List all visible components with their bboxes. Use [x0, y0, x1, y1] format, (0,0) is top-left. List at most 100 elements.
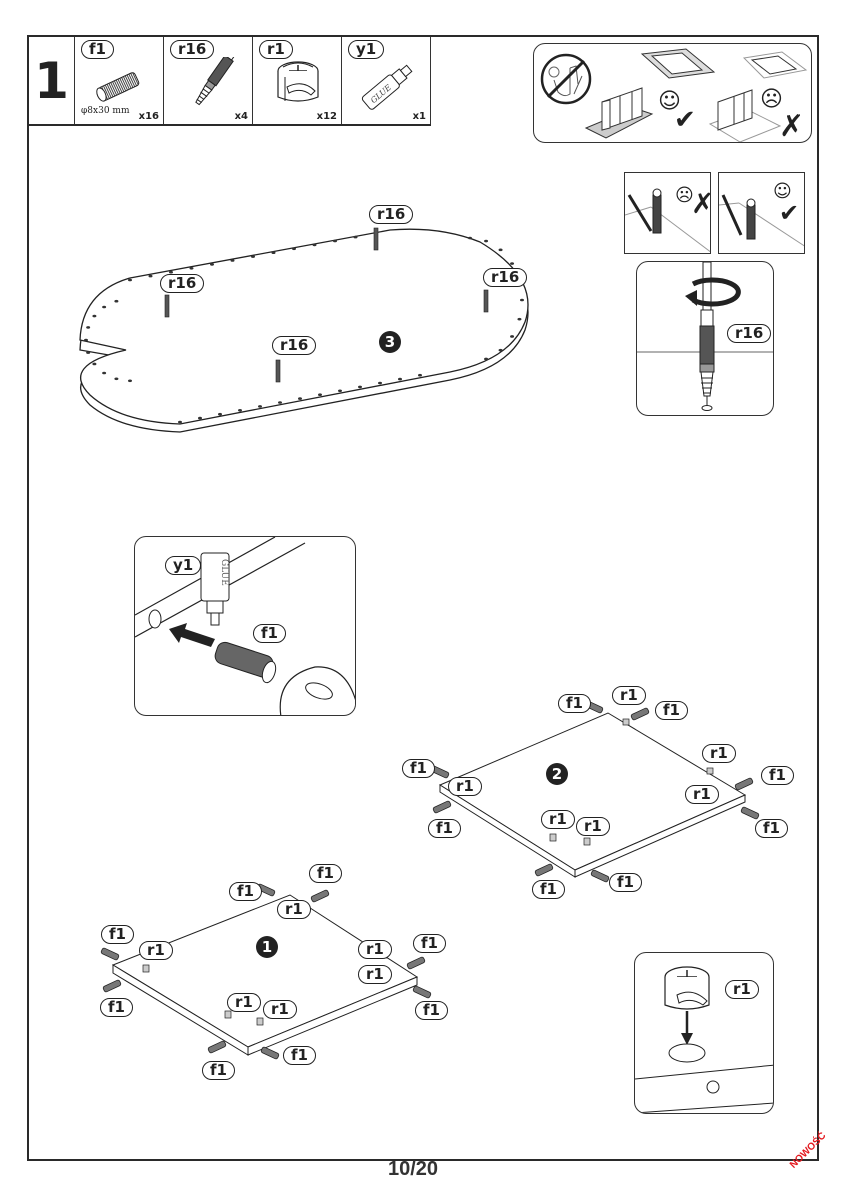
happy-face-icon: ☺: [773, 181, 792, 202]
hole-mark: [498, 348, 503, 352]
hole-mark: [418, 373, 422, 377]
hole-mark: [517, 317, 522, 321]
hole-mark: [484, 239, 489, 243]
work-surface-warning-panel: ☺ ✔ ☹ ✗: [533, 43, 812, 143]
f1-tag: f1: [283, 1046, 316, 1065]
glue-dowel-detail-panel: GLUE y1 f1: [134, 536, 356, 716]
hole-mark: [86, 326, 91, 329]
hole-mark: [218, 412, 222, 416]
hole-mark: [278, 401, 282, 404]
f1-tag: f1: [428, 819, 461, 838]
f1-tag: f1: [755, 819, 788, 838]
hole-mark: [298, 397, 302, 400]
r1-tag: r1: [725, 980, 759, 999]
part-number-badge: 3: [379, 331, 401, 353]
glue-bottle-icon: GLUE: [200, 552, 230, 626]
hole-mark: [510, 262, 515, 265]
part-quantity: x16: [138, 111, 159, 122]
warning-illustration: ☺ ✔ ☹ ✗: [540, 48, 808, 142]
part-code-tag: r16: [170, 40, 215, 59]
bolt-wrong-angle-panel: ☹ ✗: [624, 172, 711, 254]
r1-tag: r1: [448, 777, 482, 796]
hole-mark: [398, 377, 402, 381]
cam-bolt-icon: [195, 57, 236, 106]
down-arrow-icon: [681, 1033, 693, 1045]
r1-tag: r1: [227, 993, 261, 1012]
hole-mark: [189, 267, 194, 270]
part-code-tag: f1: [81, 40, 114, 59]
hole-mark: [258, 405, 262, 408]
bolt-right-angle-panel: ☺ ✔: [718, 172, 805, 254]
r16-tag: r16: [727, 324, 772, 343]
part-r16: r16 x4: [164, 37, 253, 124]
f1-tag: f1: [100, 998, 133, 1017]
part-code-tag: y1: [348, 40, 385, 59]
hole-mark: [102, 371, 107, 375]
hole-mark: [128, 278, 132, 282]
hole-mark: [86, 351, 91, 354]
checkmark-icon: ✔: [779, 199, 799, 227]
glue-dowel-illustration: GLUE: [135, 537, 355, 715]
hole-mark: [114, 299, 119, 303]
f1-tag: f1: [202, 1061, 235, 1080]
hole-mark: [498, 248, 503, 252]
no-children-icon: [540, 53, 592, 105]
part-quantity: x1: [412, 111, 426, 122]
part-quantity: x12: [316, 111, 337, 122]
f1-tag: f1: [761, 766, 794, 785]
r1-tag: r1: [358, 940, 392, 959]
f1-tag: f1: [101, 925, 134, 944]
part-r1: r1 x12: [253, 37, 342, 124]
r16-tag: r16: [160, 274, 205, 293]
y1-tag: y1: [165, 556, 202, 575]
r1-tag: r1: [541, 810, 575, 829]
hole-mark: [378, 381, 382, 385]
r1-tag: r1: [612, 686, 646, 705]
bolt-screw-in-illustration: [637, 262, 773, 411]
cabinet-on-mat-icon: [584, 87, 654, 139]
hole-mark: [510, 335, 515, 338]
protective-mat-icon: [640, 48, 716, 79]
sad-face-icon: ☹: [675, 185, 694, 206]
r1-tag: r1: [139, 941, 173, 960]
bolt-wrong-illustration: ☹ ✗: [625, 185, 711, 253]
hole-mark: [468, 236, 472, 240]
page-number: 10/20: [388, 1158, 439, 1180]
part-code-tag: r1: [259, 40, 293, 59]
cross-mark-icon: ✗: [691, 187, 711, 220]
hole-mark: [169, 270, 173, 274]
rotate-arrow-icon: [685, 290, 697, 306]
hole-mark: [238, 409, 242, 412]
step-number-cell: 1: [29, 37, 75, 124]
hole-mark: [114, 377, 119, 381]
hole-mark: [318, 393, 322, 396]
r16-tag: r16: [272, 336, 317, 355]
hole-mark: [92, 314, 97, 318]
hole-mark: [198, 416, 202, 420]
glue-bottle-icon: GLUE: [361, 64, 413, 110]
hole-mark: [292, 247, 296, 251]
f1-tag: f1: [309, 864, 342, 883]
hole-mark: [338, 389, 342, 393]
part-y1: y1 GLUE x1: [342, 37, 431, 124]
r1-tag: r1: [277, 900, 311, 919]
f1-tag: f1: [413, 934, 446, 953]
r1-tag: r1: [263, 1000, 297, 1019]
r1-tag: r1: [358, 965, 392, 984]
hole-mark: [353, 235, 358, 239]
parts-list-header: 1 f1 φ8x30 mm x16 r16 x4: [27, 35, 431, 126]
hole-mark: [128, 379, 132, 383]
part-quantity: x4: [234, 111, 248, 122]
hole-mark: [333, 239, 337, 243]
hole-mark: [312, 243, 317, 247]
glue-label: GLUE: [219, 559, 229, 586]
hole-mark: [520, 298, 524, 302]
panel-2-illustration: [430, 700, 760, 883]
hole-mark: [178, 420, 182, 424]
part-number-badge: 1: [256, 936, 278, 958]
f1-tag: f1: [415, 1001, 448, 1020]
hole-mark: [148, 274, 153, 278]
f1-tag: f1: [253, 624, 286, 643]
dowel-icon: [96, 72, 140, 102]
r1-tag: r1: [702, 744, 736, 763]
